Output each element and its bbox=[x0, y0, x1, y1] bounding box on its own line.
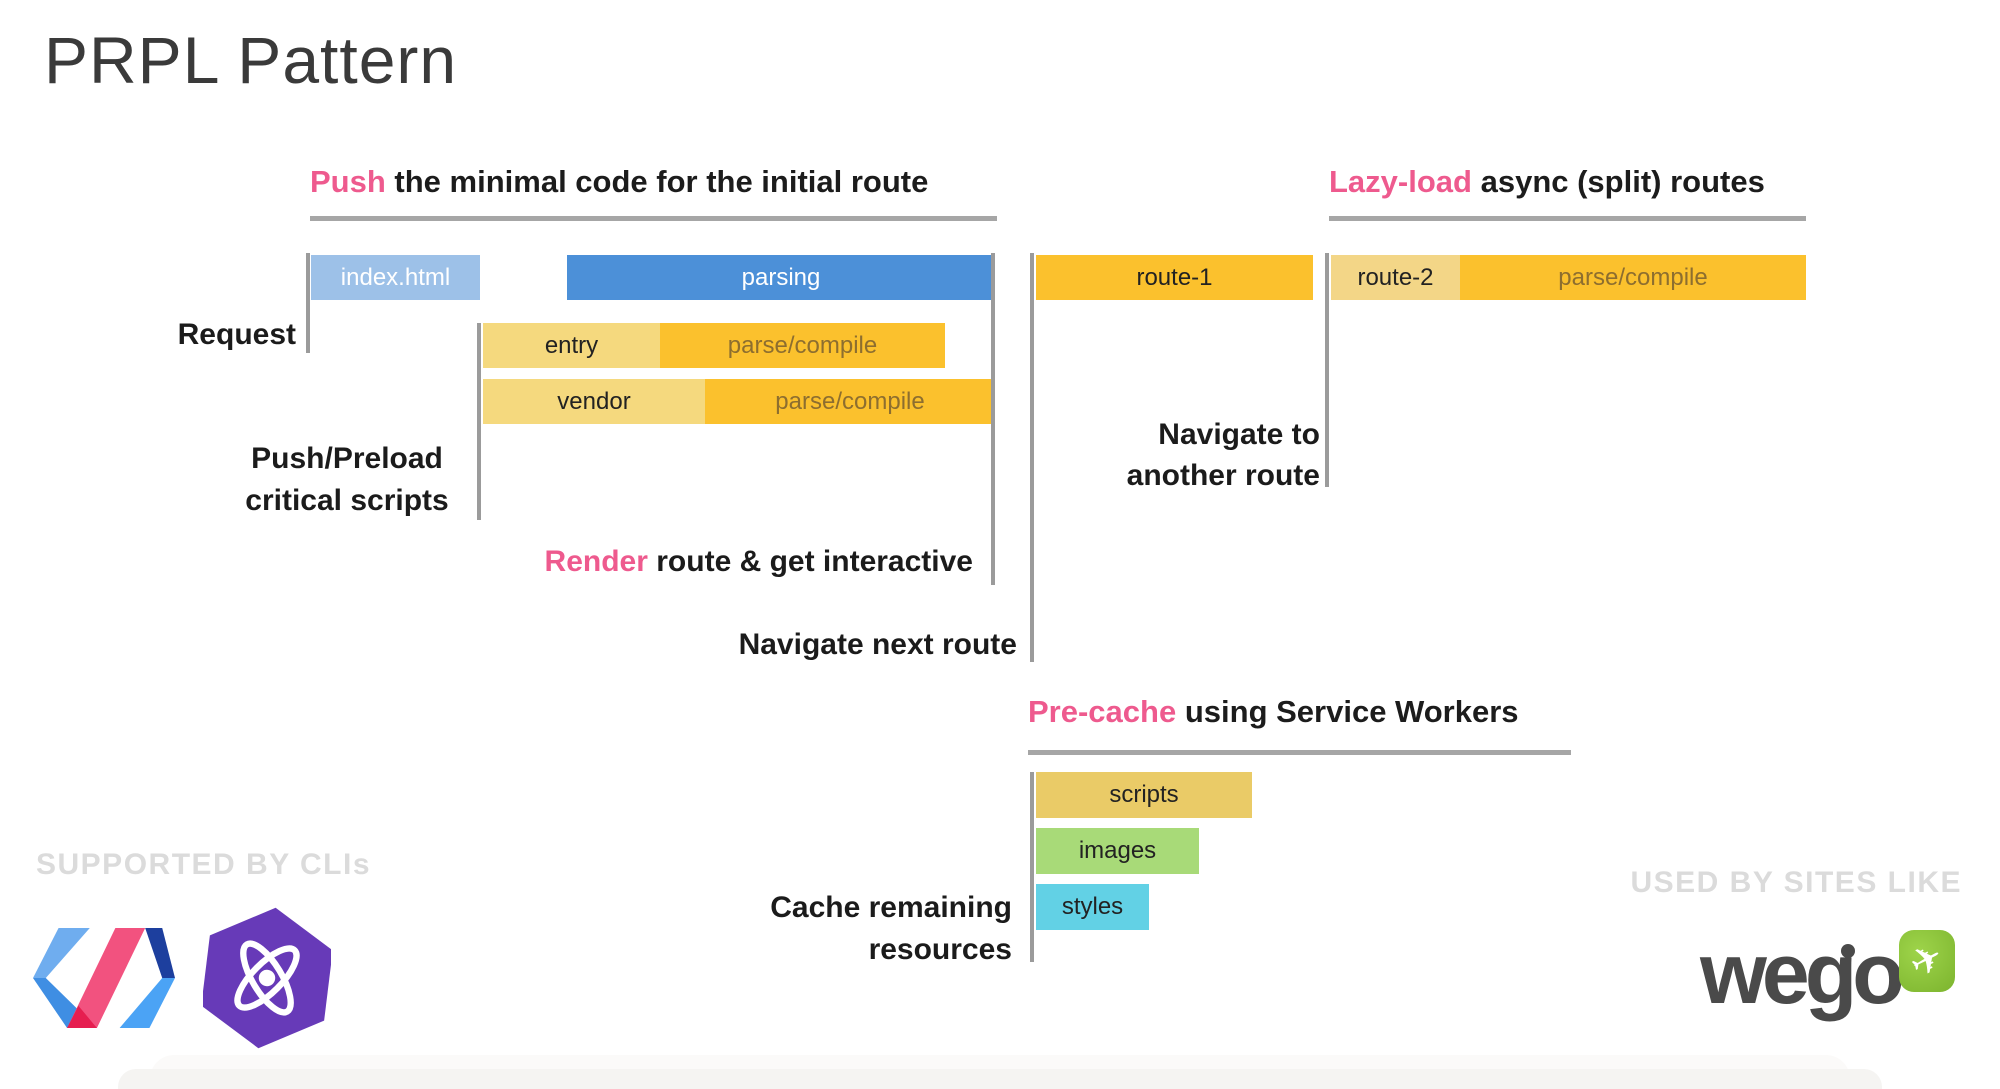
wego-logo: wego bbox=[1700, 926, 1905, 1022]
section-lazy-load: Lazy-load async (split) routes bbox=[1329, 162, 1806, 221]
supported-by-clis-label: SUPPORTED BY CLIs bbox=[36, 848, 372, 881]
lazy-load-underline bbox=[1329, 216, 1806, 221]
bar-route-1: route-1 bbox=[1036, 255, 1313, 300]
slide-edge-shadow bbox=[118, 1069, 1882, 1089]
bar-styles: styles bbox=[1036, 884, 1149, 930]
bar-route-2: route-2 bbox=[1331, 255, 1460, 300]
bar-parsing: parsing bbox=[567, 255, 995, 300]
push-heading: Push the minimal code for the initial ro… bbox=[310, 164, 929, 199]
bar-scripts: scripts bbox=[1036, 772, 1252, 818]
push-preload-label: Push/Preload critical scripts bbox=[245, 442, 449, 517]
request-line bbox=[306, 253, 310, 353]
wego-badge-icon: ✈ bbox=[1899, 930, 1955, 992]
airplane-icon: ✈ bbox=[1903, 934, 1951, 988]
used-by-sites-label: USED BY SITES LIKE bbox=[1630, 866, 1962, 899]
push-underline bbox=[310, 216, 997, 221]
pre-cache-underline bbox=[1028, 750, 1571, 755]
bar-images: images bbox=[1036, 828, 1199, 874]
navigate-next-line bbox=[1030, 253, 1034, 662]
pre-cache-heading: Pre-cache using Service Workers bbox=[1028, 694, 1519, 729]
navigate-next-label: Navigate next route bbox=[738, 628, 1017, 661]
bar-entry: entry bbox=[483, 323, 660, 368]
page-title: PRPL Pattern bbox=[44, 23, 458, 97]
bar-vendor-parse-compile: parse/compile bbox=[705, 379, 995, 424]
bar-route-2-parse-compile: parse/compile bbox=[1460, 255, 1806, 300]
wego-dot bbox=[1841, 944, 1855, 958]
section-pre-cache: Pre-cache using Service Workers bbox=[1028, 692, 1571, 755]
bar-vendor: vendor bbox=[483, 379, 705, 424]
render-line bbox=[991, 253, 995, 585]
cache-line bbox=[1030, 772, 1034, 962]
bar-index-html: index.html bbox=[311, 255, 480, 300]
section-push: Push the minimal code for the initial ro… bbox=[310, 162, 997, 221]
cache-remaining-label: Cache remaining resources bbox=[770, 891, 1012, 966]
polymer-logo-icon bbox=[33, 928, 175, 1028]
bar-entry-parse-compile: parse/compile bbox=[660, 323, 945, 368]
request-label: Request bbox=[177, 318, 296, 351]
push-preload-line bbox=[477, 323, 481, 520]
navigate-another-line bbox=[1325, 253, 1329, 487]
lazy-load-heading: Lazy-load async (split) routes bbox=[1329, 164, 1765, 199]
preact-logo-icon bbox=[201, 906, 333, 1050]
navigate-another-label: Navigate to another route bbox=[1126, 418, 1320, 492]
render-label: Render route & get interactive bbox=[544, 545, 973, 578]
